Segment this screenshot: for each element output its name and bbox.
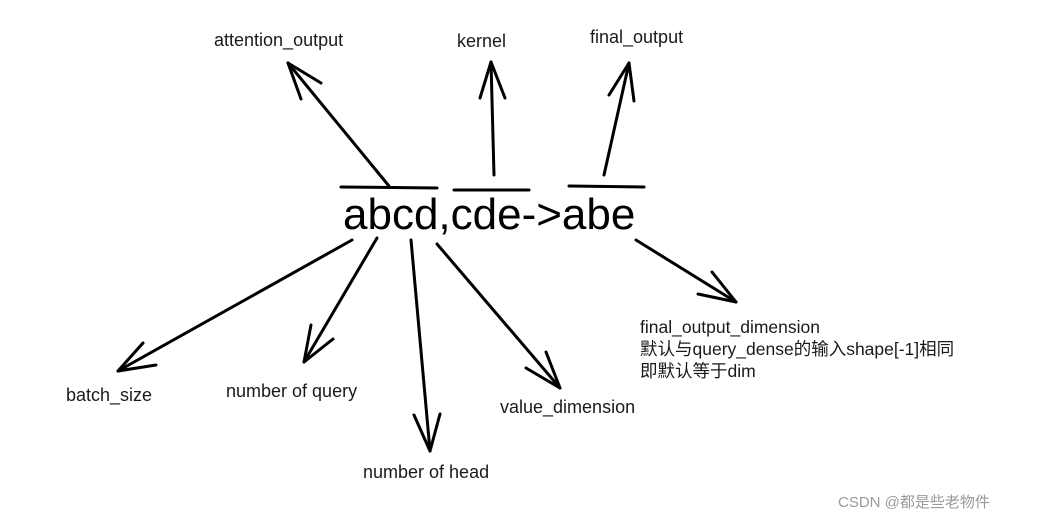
- underline-abe: [567, 184, 646, 189]
- label-batch-size: batch_size: [66, 385, 153, 405]
- note-line-3: 即默认等于dim: [640, 361, 756, 381]
- label-final-output: final_output: [590, 27, 684, 47]
- final-output-dimension-note: final_output_dimension 默认与query_dense的输入…: [640, 316, 954, 382]
- arrow-attention-output: [286, 61, 391, 188]
- arrow-value-dimension: [435, 242, 562, 390]
- note-line-2: 默认与query_dense的输入shape[-1]相同: [640, 339, 955, 359]
- label-number-of-head: number of head: [363, 462, 490, 482]
- label-number-of-query: number of query: [226, 381, 358, 401]
- label-attention-output: attention_output: [214, 30, 344, 50]
- arrow-number-of-query: [302, 236, 379, 364]
- underline-abcd: [339, 185, 439, 190]
- label-kernel: kernel: [457, 31, 507, 51]
- arrow-number-of-head: [409, 238, 442, 453]
- arrow-kernel: [478, 60, 507, 177]
- arrow-final-output-dimension: [634, 238, 738, 304]
- label-value-dimension: value_dimension: [500, 397, 636, 417]
- arrow-batch-size: [116, 238, 354, 373]
- einsum-equation: abcd,cde->abe: [343, 190, 636, 239]
- watermark: CSDN @都是些老物件: [838, 494, 990, 511]
- note-line-1: final_output_dimension: [640, 317, 820, 337]
- arrow-final-output: [602, 61, 636, 177]
